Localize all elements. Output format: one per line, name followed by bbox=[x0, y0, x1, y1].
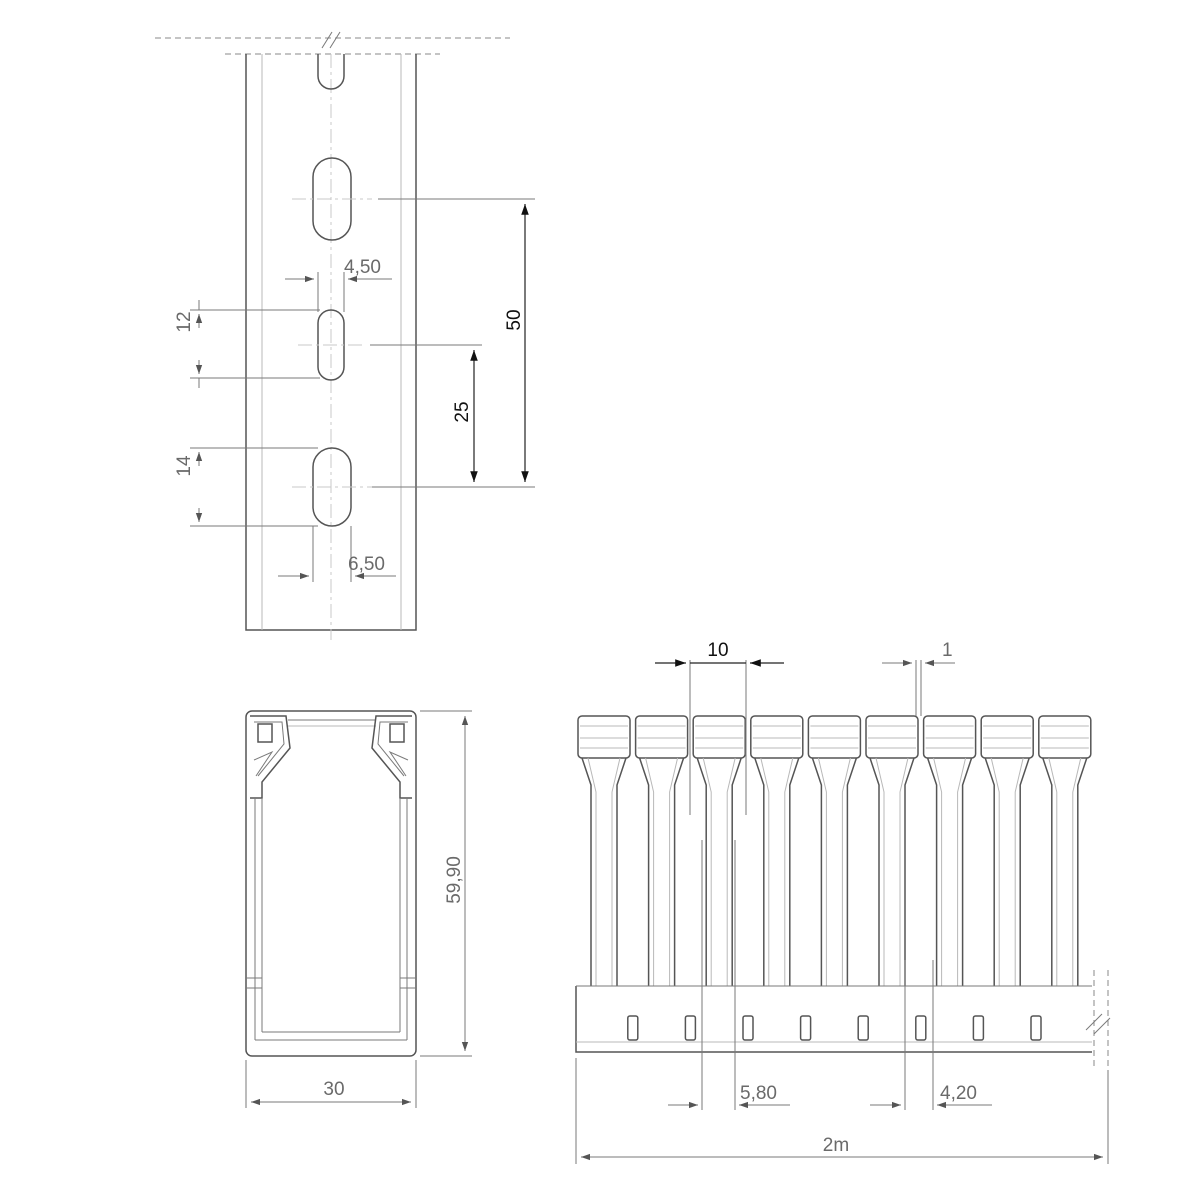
finger-stem-inner bbox=[702, 757, 736, 986]
finger-stem bbox=[638, 757, 685, 986]
dim-25-label: 25 bbox=[452, 401, 473, 422]
base-slot bbox=[627, 1015, 639, 1041]
dim-30-label: 30 bbox=[323, 1079, 344, 1100]
finger-stem bbox=[581, 757, 627, 986]
finger-stem-inner bbox=[1048, 757, 1082, 986]
dim-650-label: 6,50 bbox=[348, 554, 385, 575]
right-clip-outer bbox=[371, 715, 412, 799]
finger-head bbox=[577, 715, 631, 759]
left-clip-square bbox=[257, 723, 273, 743]
finger-stem bbox=[869, 757, 915, 986]
finger-stem-inner bbox=[587, 757, 621, 986]
left-clip-outer bbox=[250, 715, 291, 799]
finger-head bbox=[980, 715, 1034, 759]
finger-stem bbox=[1042, 757, 1088, 986]
finger bbox=[750, 715, 804, 986]
base-slot-row bbox=[627, 1015, 1042, 1041]
rail-view: 50 25 12 14 4,50 6,50 bbox=[155, 31, 535, 640]
finger-stem bbox=[811, 757, 858, 986]
finger-head bbox=[922, 715, 977, 759]
finger bbox=[865, 715, 919, 986]
finger bbox=[577, 715, 631, 986]
right-clip-square bbox=[389, 723, 405, 743]
base-slot bbox=[742, 1015, 754, 1041]
finger-stem bbox=[984, 757, 1030, 986]
finger-head bbox=[1038, 715, 1092, 759]
finger bbox=[922, 715, 977, 986]
dim-12-label: 12 bbox=[174, 311, 195, 332]
finger-stem-inner bbox=[760, 757, 794, 986]
finger-stem-inner bbox=[933, 757, 967, 986]
base-slot bbox=[915, 1015, 927, 1041]
finger-head bbox=[750, 715, 804, 759]
base-slot bbox=[972, 1015, 985, 1041]
side-break-mark bbox=[1085, 1013, 1103, 1031]
break-mark-2 bbox=[329, 31, 341, 49]
dim-2m-label: 2m bbox=[823, 1135, 849, 1156]
dim-5990-label: 59,90 bbox=[444, 856, 465, 904]
base-slot bbox=[1030, 1015, 1042, 1041]
finger-stem-inner bbox=[990, 757, 1024, 986]
dim-450-label: 4,50 bbox=[344, 257, 381, 278]
left-clip-hook bbox=[253, 750, 274, 777]
finger-head bbox=[692, 715, 746, 759]
finger bbox=[807, 715, 862, 986]
finger-stem bbox=[926, 757, 973, 986]
base-slot bbox=[799, 1015, 812, 1041]
right-clip-hook bbox=[388, 750, 409, 777]
finger bbox=[1038, 715, 1092, 986]
base-outline bbox=[575, 986, 1092, 1053]
base-slot bbox=[857, 1015, 869, 1041]
dim-10-label: 10 bbox=[707, 640, 728, 661]
finger bbox=[634, 715, 689, 986]
dim-14-label: 14 bbox=[174, 455, 195, 477]
finger-stem bbox=[696, 757, 742, 986]
side-break-mark-2 bbox=[1093, 1017, 1111, 1035]
finger-stem-inner bbox=[817, 757, 851, 986]
finger-stem bbox=[754, 757, 800, 986]
finger-head bbox=[865, 715, 919, 759]
finger bbox=[980, 715, 1034, 986]
section-view: 59,90 30 bbox=[245, 710, 472, 1108]
finger-row bbox=[577, 715, 1092, 986]
finger-head bbox=[634, 715, 689, 759]
finger-stem-inner bbox=[875, 757, 909, 986]
section-outer bbox=[245, 710, 417, 1057]
break-mark bbox=[321, 31, 333, 49]
side-view: 10 1 5,80 4,20 2m bbox=[575, 640, 1111, 1164]
dim-580-label: 5,80 bbox=[740, 1083, 777, 1104]
right-clip-inner bbox=[377, 721, 408, 777]
dim-50-label: 50 bbox=[504, 309, 525, 330]
slot-top-partial bbox=[317, 54, 345, 90]
left-clip-inner bbox=[254, 721, 285, 777]
dim-420-label: 4,20 bbox=[940, 1083, 977, 1104]
dim-1-label: 1 bbox=[942, 640, 953, 661]
base-slot bbox=[684, 1015, 697, 1041]
finger bbox=[692, 715, 746, 986]
finger-stem-inner bbox=[645, 757, 679, 986]
finger-head bbox=[807, 715, 862, 759]
